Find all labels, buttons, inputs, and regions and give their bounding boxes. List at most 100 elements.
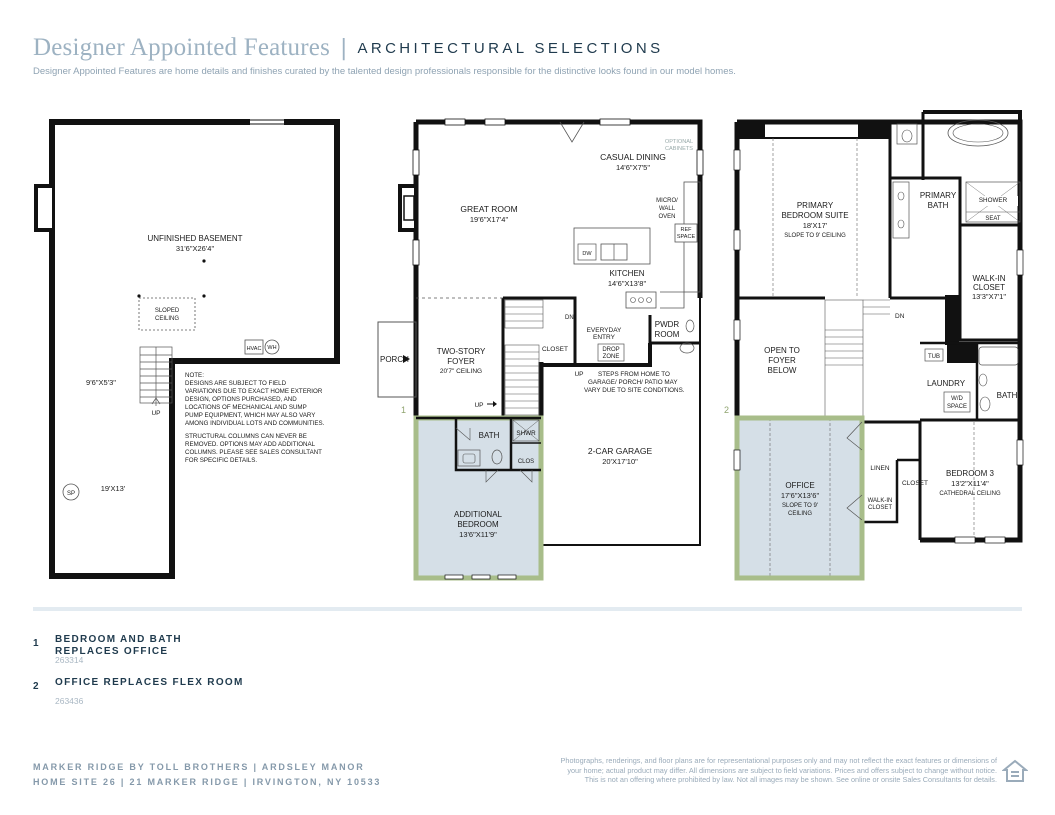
laundry-label: LAUNDRY (927, 379, 966, 388)
foyer-up-label: UP (474, 402, 483, 409)
option-number: 1 (33, 638, 39, 649)
kitchen-label: KITCHEN (609, 269, 644, 278)
disclaimer-line-2: your home; actual product may differ. Al… (567, 765, 997, 775)
wd-label-1: W/D (951, 396, 963, 402)
dn-label: DN (565, 315, 574, 321)
steps-note-1: STEPS FROM HOME TO (598, 371, 670, 378)
walk-in-closet-2-2: CLOSET (868, 505, 892, 511)
shower-label-2: SHOWER (979, 197, 1008, 204)
powder-room-2: ROOM (655, 330, 680, 339)
kitchen-island (573, 227, 651, 265)
steps-note-2: GARAGE/ PORCH/ PATIO MAY (588, 379, 678, 386)
hvac-unit (244, 339, 264, 355)
svg-text:LOCATIONS OF MECHANICAL AND SU: LOCATIONS OF MECHANICAL AND SUMP (185, 404, 307, 411)
svg-text:DESIGN, OPTIONS PURCHASED, AND: DESIGN, OPTIONS PURCHASED, AND (185, 396, 297, 403)
office-dim: 17'6"X13'6" (781, 491, 820, 500)
svg-text:DESIGNS ARE SUBJECT TO FIELD: DESIGNS ARE SUBJECT TO FIELD (185, 380, 287, 387)
walk-in-closet-2: CLOSET (973, 283, 1005, 292)
bath-label: BATH (479, 431, 500, 440)
option-title: BEDROOM AND BATH REPLACES OFFICE (55, 634, 182, 657)
sloped-label-1: SLOPED (155, 308, 180, 314)
primary-bath-1: PRIMARY (920, 191, 957, 200)
primary-bath-2: BATH (928, 201, 949, 210)
porch-label: PORCH (380, 355, 409, 364)
office-label: OFFICE (785, 481, 814, 490)
closet-label-2: CLOSET (902, 480, 928, 487)
walk-in-closet-dim: 13'3"X7'1" (972, 292, 1006, 301)
garage-dim: 20'X17'10" (602, 457, 638, 466)
second-floor-plan: 2 PRIMARY BEDROOM SUITE 18'X17' SLOPE TO… (724, 110, 1024, 581)
second-floor-stairs (824, 299, 890, 419)
great-room-label: GREAT ROOM (460, 204, 517, 214)
bathtub (947, 119, 1009, 147)
primary-suite-slope: SLOPE TO 9' CEILING (784, 233, 846, 239)
basement-bumpout (34, 184, 52, 232)
wd-label-2: SPACE (947, 404, 967, 410)
dw-label: DW (582, 251, 592, 257)
steps-note-3: VARY DUE TO SITE CONDITIONS. (584, 387, 685, 394)
svg-text:PUMP EQUIPMENT, WHICH MAY ALSO: PUMP EQUIPMENT, WHICH MAY ALSO VARY (185, 412, 315, 419)
linen-label: LINEN (870, 465, 889, 472)
casual-dining-dim: 14'6"X7'5" (616, 163, 650, 172)
section-title: ARCHITECTURAL SELECTIONS (357, 39, 664, 57)
micro-label-1: MICRO/ (656, 198, 678, 204)
option-number: 2 (33, 681, 39, 692)
basement-window (250, 119, 284, 125)
bedroom-3-dim: 13'2"X11'4" (951, 479, 989, 488)
ref-label-1: REF (681, 227, 693, 233)
page-header: Designer Appointed Features | ARCHITECTU… (33, 34, 664, 62)
option-title: OFFICE REPLACES FLEX ROOM (55, 677, 244, 688)
svg-text:AMONG INDIVIDUAL LOTS AND COMM: AMONG INDIVIDUAL LOTS AND COMMUNITIES. (185, 420, 325, 427)
sump-pump (62, 483, 80, 501)
additional-bedroom-2: BEDROOM (457, 520, 499, 529)
community-line-2: HOME SITE 26 | 21 MARKER RIDGE | IRVINGT… (33, 777, 382, 787)
svg-text:VARIATIONS DUE TO EXACT HOME E: VARIATIONS DUE TO EXACT HOME EXTERIOR (185, 388, 323, 395)
first-floor-stairs (504, 299, 544, 416)
floor-plans: UNFINISHED BASEMENT 31'6"X26'4" SLOPED C… (34, 110, 1024, 581)
sloped-label-2: CEILING (155, 316, 179, 322)
disclaimer: Photographs, renderings, and floor plans… (517, 756, 997, 785)
basement-room-dim: 31'6"X26'4" (176, 244, 215, 253)
additional-bedroom-highlight (416, 418, 541, 578)
option-1-marker: 1 (401, 405, 406, 415)
foyer-label-1: TWO-STORY (437, 347, 486, 356)
everyday-entry-1: EVERYDAY (587, 327, 622, 334)
first-floor-plan: PORCH 1 OPTIONAL CABINETS CASUAL DINING … (377, 118, 704, 581)
shower-label: SHWR (516, 430, 536, 437)
tub-label: TUB (928, 354, 940, 360)
community-info: MARKER RIDGE BY TOLL BROTHERS | ARDSLEY … (33, 760, 381, 790)
walk-in-closet-1: WALK-IN (972, 274, 1005, 283)
micro-label-3: OVEN (658, 214, 675, 220)
basement-stairs (139, 346, 173, 406)
kitchen-dim: 14'6"X13'8" (608, 279, 647, 288)
equal-housing-opportunity-icon (1002, 759, 1028, 782)
foyer-dim: 20'7" CEILING (440, 368, 482, 375)
office-slope-1: SLOPE TO 9' (782, 503, 818, 509)
ref-label-2: SPACE (677, 234, 696, 240)
foyer-label-2: FOYER (447, 357, 475, 366)
disclaimer-line-3: This is not an offering where prohibited… (584, 775, 997, 784)
basement-area-dim: 19'X13' (101, 484, 126, 493)
drop-zone-2: ZONE (603, 354, 620, 360)
option-2-outline (734, 415, 865, 581)
disclaimer-line-1: Photographs, renderings, and floor plans… (560, 756, 997, 765)
primary-suite-1: PRIMARY (797, 201, 834, 210)
dn-label-2: DN (895, 313, 905, 320)
casual-dining-label: CASUAL DINING (600, 152, 666, 162)
basement-stair-dim: 9'6"X5'3" (86, 378, 116, 387)
everyday-entry-2: ENTRY (593, 334, 616, 341)
porch (377, 321, 417, 398)
bath-label-2: BATH (997, 391, 1018, 400)
drop-zone-1: DROP (602, 347, 619, 353)
open-foyer-2: FOYER (768, 356, 796, 365)
steps-up-label: UP (574, 371, 583, 378)
primary-suite-2: BEDROOM SUITE (781, 211, 848, 220)
option-code: 263436 (55, 696, 84, 706)
option-2-marker: 2 (724, 405, 729, 415)
svg-text:REMOVED. OPTIONS MAY ADD ADDIT: REMOVED. OPTIONS MAY ADD ADDITIONAL (185, 441, 316, 448)
walk-in-closet-2-1: WALK-IN (868, 498, 893, 504)
optional-cabinets-1: OPTIONAL (665, 139, 693, 145)
svg-text:STRUCTURAL COLUMNS CAN NEVER B: STRUCTURAL COLUMNS CAN NEVER BE (185, 433, 307, 440)
additional-bedroom-1: ADDITIONAL (454, 510, 503, 519)
great-room-dim: 19'6"X17'4" (470, 215, 509, 224)
